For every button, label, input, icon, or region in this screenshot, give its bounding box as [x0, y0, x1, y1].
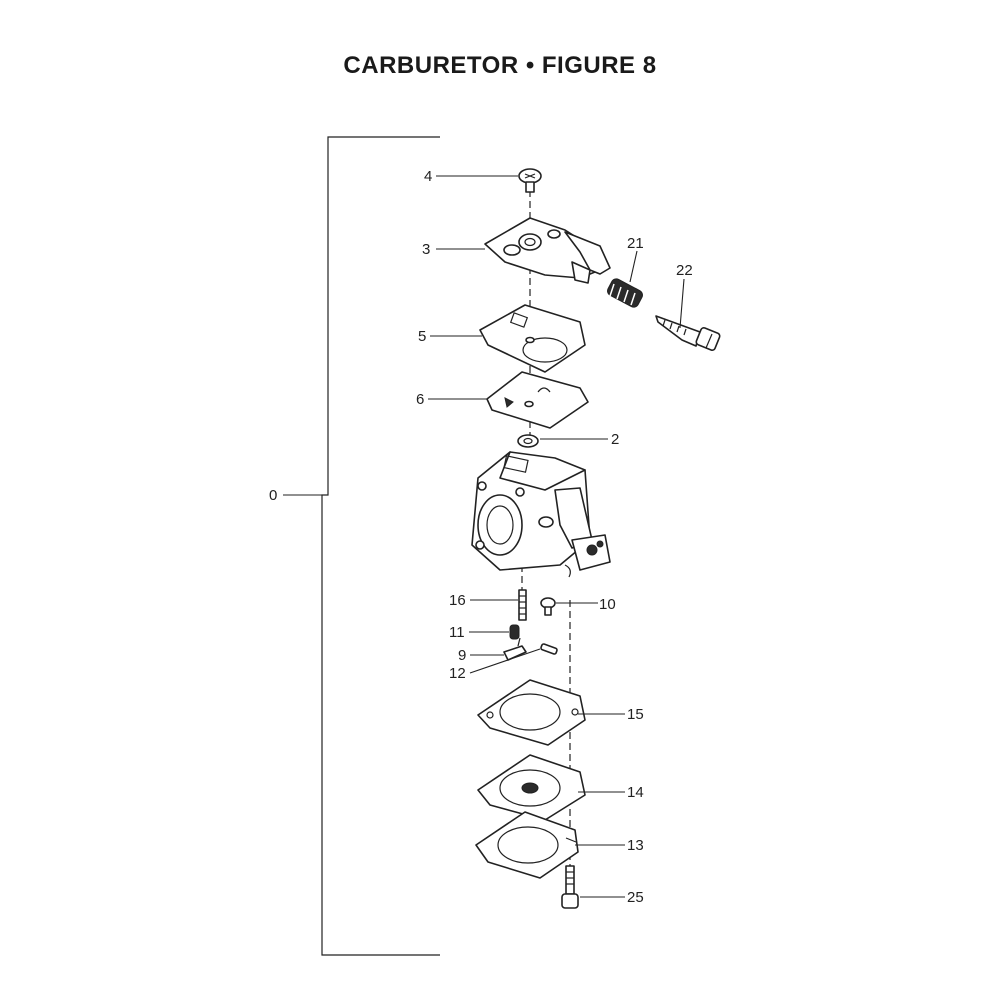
- callout-3: 3: [422, 241, 430, 258]
- callout-labels: 0 4 3 21 22 5 6 2 16 10 11 9 12 15 14 13…: [269, 168, 693, 906]
- part-3-pump-cover: [484, 217, 611, 284]
- leader-lines: [428, 175, 685, 898]
- part-21-spring: [607, 278, 643, 308]
- callout-10: 10: [599, 596, 616, 613]
- figure-title: CARBURETOR • FIGURE 8: [343, 52, 657, 79]
- part-5-pump-gasket: [479, 304, 586, 373]
- part-22-adjust-screw: [655, 315, 721, 351]
- part-11-spring: [509, 624, 520, 640]
- callout-0: 0: [269, 487, 277, 504]
- carburetor-body: [471, 451, 611, 578]
- callout-25: 25: [627, 889, 644, 906]
- callout-5: 5: [418, 328, 426, 345]
- callout-15: 15: [627, 706, 644, 723]
- part-9-metering-lever: [503, 637, 527, 661]
- part-6-pump-diaphragm: [486, 371, 589, 429]
- callout-16: 16: [449, 592, 466, 609]
- part-25-screw: [561, 865, 579, 909]
- part-16-needle: [518, 589, 527, 621]
- callout-11: 11: [449, 624, 465, 641]
- callout-2: 2: [611, 431, 619, 448]
- callout-21: 21: [627, 235, 644, 252]
- callout-4: 4: [424, 168, 432, 185]
- part-15-gasket: [477, 679, 586, 746]
- part-14-diaphragm: [477, 754, 586, 821]
- part-4-screw: [518, 168, 542, 193]
- callout-6: 6: [416, 391, 424, 408]
- assembly-bracket: [283, 136, 440, 956]
- callout-13: 13: [627, 837, 644, 854]
- callout-14: 14: [627, 784, 644, 801]
- part-13-cover: [475, 811, 579, 879]
- callout-12: 12: [449, 665, 466, 682]
- part-2-inlet-screen: [517, 434, 539, 448]
- callout-22: 22: [676, 262, 693, 279]
- part-12-pin: [540, 643, 558, 655]
- callout-9: 9: [458, 647, 466, 664]
- part-10-screw: [540, 597, 556, 616]
